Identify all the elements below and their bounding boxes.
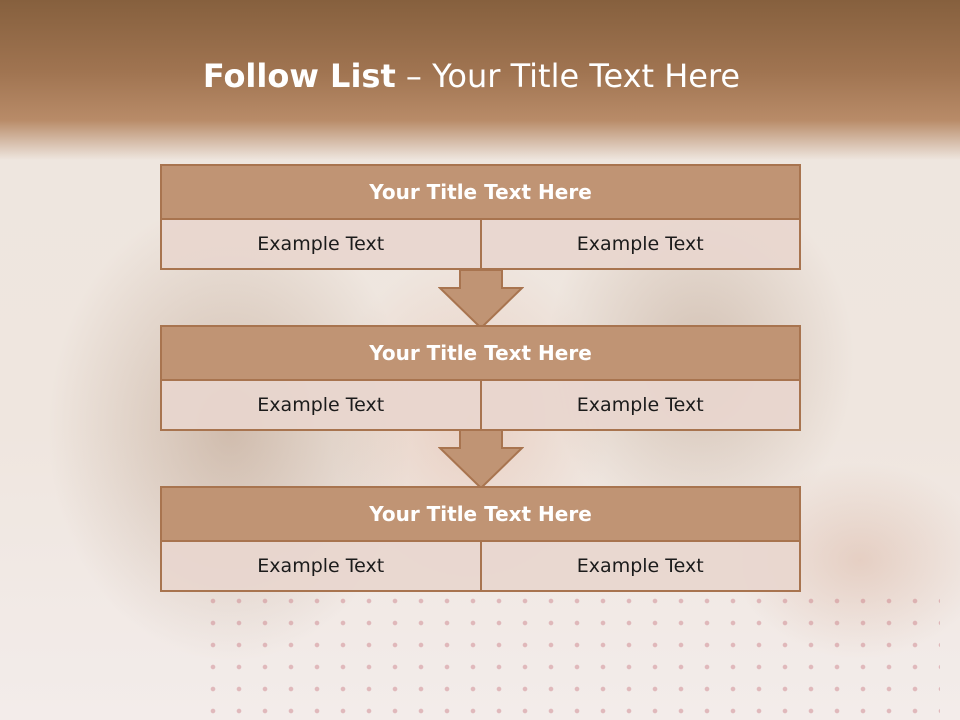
polka-dot-shirt-pattern xyxy=(200,590,940,720)
slide-title: Follow List – Your Title Text Here xyxy=(0,54,943,98)
step-block-1: Your Title Text Here Example Text Exampl… xyxy=(160,164,801,270)
down-arrow-icon-2 xyxy=(438,430,524,490)
step-2-right-text: Example Text xyxy=(479,381,801,431)
step-row-1: Example Text Example Text xyxy=(160,220,801,270)
step-1-left-text: Example Text xyxy=(160,220,482,270)
step-title-2: Your Title Text Here xyxy=(160,325,801,381)
step-1-right-text: Example Text xyxy=(479,220,801,270)
slide-title-strong: Follow List xyxy=(202,57,396,95)
slide-title-rest: – Your Title Text Here xyxy=(405,57,741,95)
header-band xyxy=(0,0,960,160)
step-row-2: Example Text Example Text xyxy=(160,381,801,431)
step-title-3: Your Title Text Here xyxy=(160,486,801,542)
step-block-2: Your Title Text Here Example Text Exampl… xyxy=(160,325,801,431)
step-3-left-text: Example Text xyxy=(160,542,482,592)
down-arrow-icon-1 xyxy=(438,270,524,330)
step-2-left-text: Example Text xyxy=(160,381,482,431)
step-block-3: Your Title Text Here Example Text Exampl… xyxy=(160,486,801,592)
step-3-right-text: Example Text xyxy=(479,542,801,592)
step-row-3: Example Text Example Text xyxy=(160,542,801,592)
step-title-1: Your Title Text Here xyxy=(160,164,801,220)
